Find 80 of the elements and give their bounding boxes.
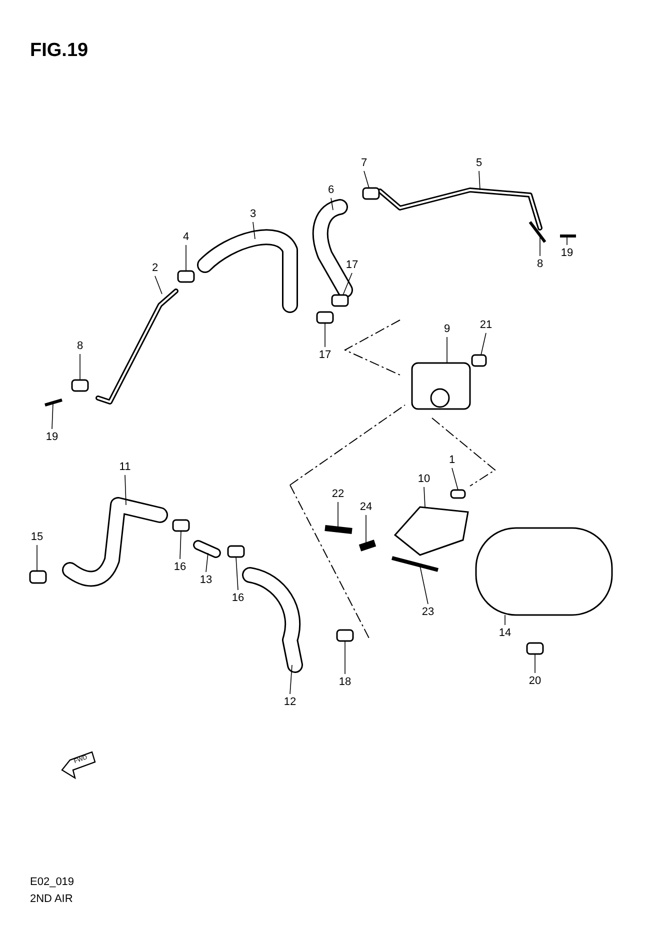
figure-title: FIG.19: [30, 40, 88, 62]
callout-number: 10: [416, 473, 432, 485]
leader-line: [290, 664, 292, 694]
callout-number: 22: [330, 488, 346, 500]
hose-clamp: [336, 629, 354, 642]
leader-line: [478, 170, 480, 190]
bolt: [560, 234, 576, 238]
hose-clamp: [172, 519, 190, 532]
callout-number: 9: [439, 323, 455, 335]
leader-line: [344, 640, 346, 674]
leader-line: [36, 544, 38, 572]
hose-clamp: [177, 270, 195, 283]
callout-number: 23: [420, 606, 436, 618]
leader-line: [504, 614, 506, 626]
callout-number: 21: [478, 319, 494, 331]
leader-line: [124, 474, 126, 506]
callout-number: 16: [172, 561, 188, 573]
callout-number: 8: [72, 340, 88, 352]
leader-line: [452, 468, 458, 490]
callout-number: 15: [29, 531, 45, 543]
callout-number: 19: [559, 247, 575, 259]
callout-number: 19: [44, 431, 60, 443]
callout-number: 1: [444, 454, 460, 466]
spacer: [358, 540, 376, 552]
leader-line: [324, 322, 326, 348]
screw: [450, 489, 466, 499]
hose-clamp: [316, 311, 334, 324]
leader-line: [446, 336, 448, 364]
hose-clamp: [227, 545, 245, 558]
bolt: [324, 525, 352, 534]
callout-number: 7: [356, 157, 372, 169]
rubber-hose: [62, 497, 168, 587]
hose-clamp: [362, 187, 380, 200]
callout-number: 5: [471, 157, 487, 169]
section-name: 2ND AIR: [30, 893, 73, 905]
nut: [471, 354, 487, 367]
callout-number: 17: [317, 349, 333, 361]
callout-number: 2: [147, 262, 163, 274]
bracket: [528, 221, 546, 243]
reed-valve: [411, 362, 471, 410]
callout-number: 14: [497, 627, 513, 639]
leader-line: [206, 552, 208, 572]
leader-line: [424, 486, 426, 508]
leader-line: [180, 530, 182, 560]
nut: [526, 642, 544, 655]
callout-number: 12: [282, 696, 298, 708]
leader-line: [252, 222, 256, 240]
pipe-joint: [193, 540, 221, 558]
air-pipe: [378, 188, 542, 230]
leader-line: [566, 236, 568, 246]
leader-line: [342, 272, 352, 296]
hose-end-cap: [29, 570, 47, 584]
leader-line: [420, 566, 428, 604]
callout-number: 20: [527, 675, 543, 687]
rubber-hose: [242, 567, 303, 673]
rubber-hose: [197, 229, 298, 313]
callout-number: 11: [117, 461, 133, 473]
air-pipe: [96, 288, 178, 404]
callout-number: 13: [198, 574, 214, 586]
callout-number: 3: [245, 208, 261, 220]
bracket: [394, 506, 469, 556]
callout-number: 24: [358, 501, 374, 513]
leader-line: [330, 198, 334, 210]
leader-line: [480, 332, 486, 356]
bolt: [44, 398, 62, 406]
hose-clamp: [331, 294, 349, 307]
callout-number: 8: [532, 258, 548, 270]
leader-line: [236, 556, 238, 590]
callout-number: 16: [230, 592, 246, 604]
leader-line: [364, 170, 370, 188]
drawing-code: E02_019: [30, 876, 74, 888]
callout-number: 4: [178, 231, 194, 243]
callout-number: 6: [323, 184, 339, 196]
hose-clamp: [71, 379, 89, 392]
bolt: [392, 556, 438, 572]
leader-line: [52, 402, 54, 430]
leader-line: [154, 276, 162, 294]
callout-number: 17: [344, 259, 360, 271]
callout-number: 18: [337, 676, 353, 688]
leader-line: [534, 654, 536, 674]
